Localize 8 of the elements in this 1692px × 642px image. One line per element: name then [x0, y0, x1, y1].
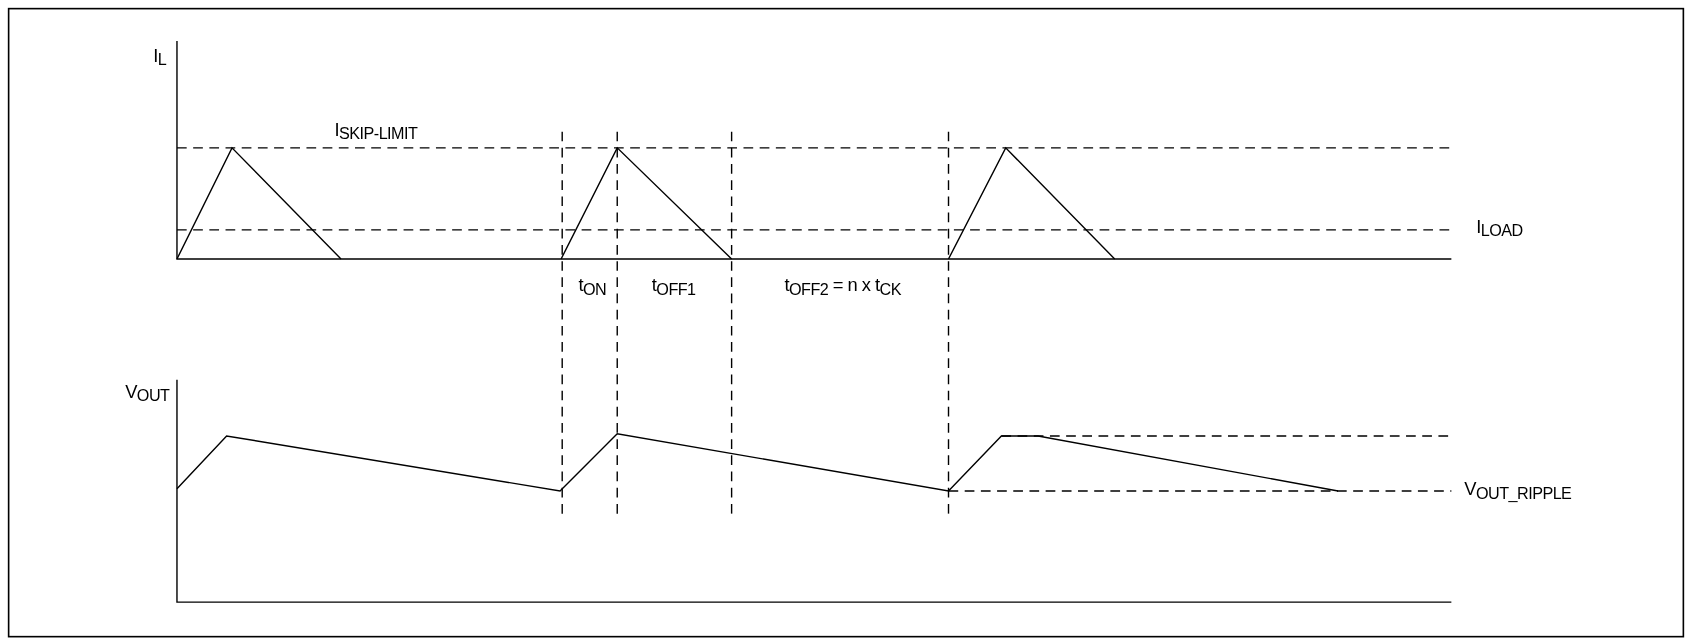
interval-label: t$_{ON}$	[578, 276, 607, 297]
level-label: I$_{LOAD}$	[1476, 217, 1523, 239]
axis-label: V$_{OUT}$	[125, 383, 170, 404]
axis-label: I$_{L}$	[153, 46, 167, 67]
level-label: V$_{OUT_RIPPLE}$	[1464, 480, 1572, 501]
interval-label: t$_{OFF1}$	[651, 276, 696, 297]
level-label: I$_{SKIP-LIMIT}$	[334, 120, 418, 142]
interval-label: t$_{OFF2}$ = n x t$_{CK}$	[784, 276, 901, 297]
